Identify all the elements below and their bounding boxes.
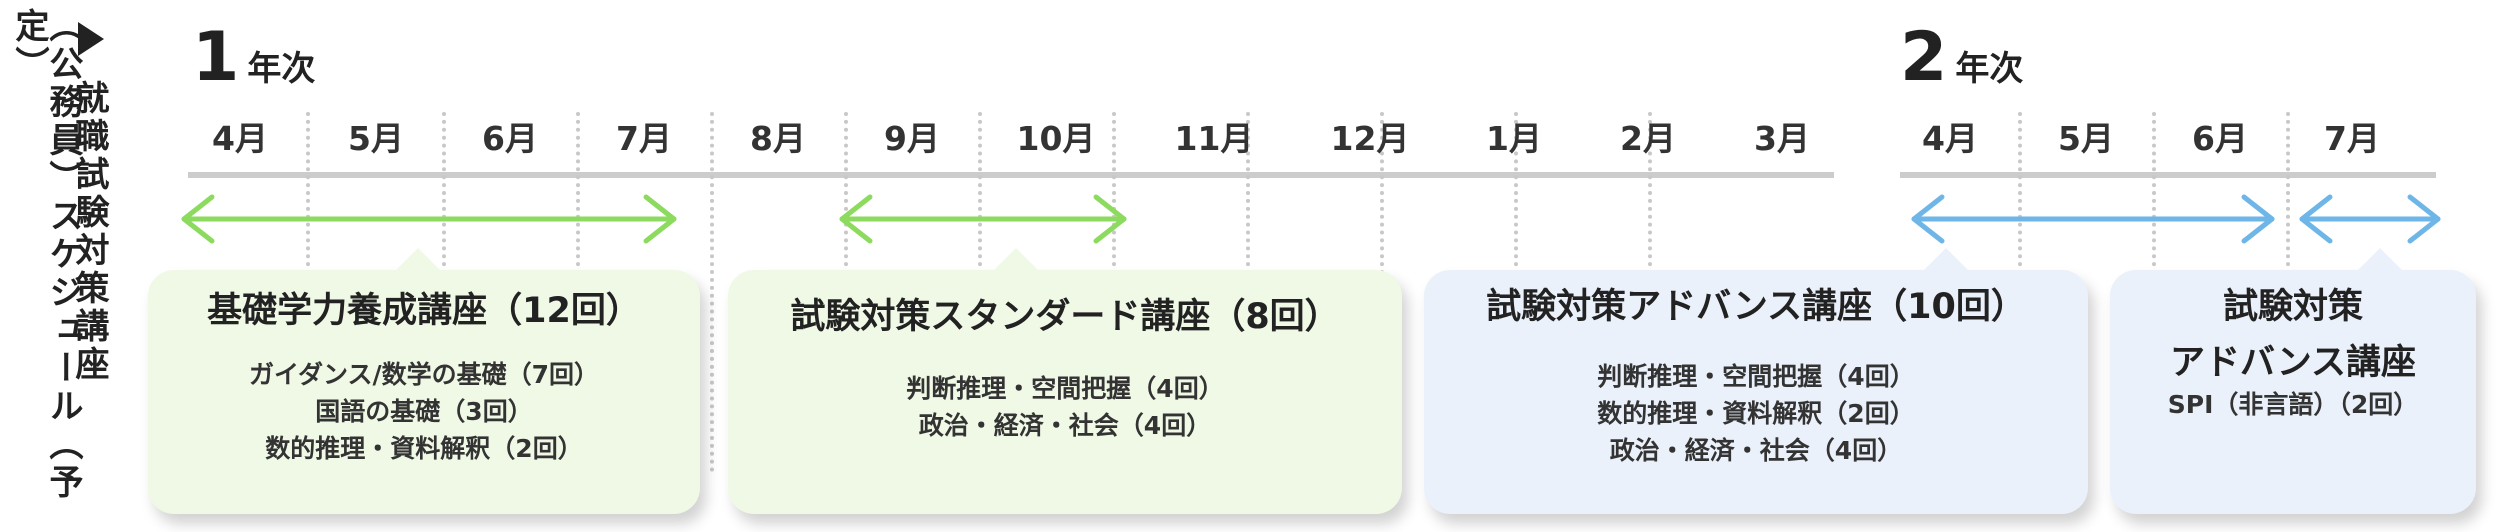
period-arrow-green xyxy=(839,194,1127,244)
course-detail: 政治・経済・社会（4回） xyxy=(1609,435,1903,465)
year2-label: 年次 xyxy=(1955,49,2024,89)
month-label: 5月 xyxy=(348,119,404,158)
month-label: 7月 xyxy=(616,119,672,158)
period-arrow-blue xyxy=(2299,194,2441,244)
card-pointer xyxy=(1924,248,1968,270)
course-title-line1: 試験対策 xyxy=(2222,287,2363,327)
course-title: 基礎学力養成講座（12回） xyxy=(207,291,641,331)
month-label: 9月 xyxy=(884,119,940,158)
timeline-axis-year2 xyxy=(1900,172,2436,178)
year2-number: 2 xyxy=(1900,18,1948,97)
month-label: 12月 xyxy=(1330,119,1410,158)
card-pointer xyxy=(2358,248,2402,270)
schedule-side-label: （公務員）スケジュール（予定） xyxy=(9,8,83,502)
month-label: 3月 xyxy=(1754,119,1810,158)
course-detail: 国語の基礎（3回） xyxy=(315,396,533,426)
month-label: 8月 xyxy=(750,119,806,158)
period-arrow-blue xyxy=(1911,194,2275,244)
course-detail: ガイダンス/数学の基礎（7回） xyxy=(248,359,600,389)
course-card-standard: 試験対策スタンダード講座（8回） 判断推理・空間把握（4回） 政治・経済・社会（… xyxy=(728,248,1402,514)
month-label: 1月 xyxy=(1486,119,1542,158)
course-detail: SPI（非言語）（2回） xyxy=(2167,389,2419,419)
year1-label: 年次 xyxy=(247,49,316,89)
month-label: 5月 xyxy=(2058,119,2114,158)
month-label: 6月 xyxy=(482,119,538,158)
month-label: 6月 xyxy=(2192,119,2248,158)
period-arrow-green xyxy=(181,194,677,244)
month-separator xyxy=(710,112,714,472)
course-card-advance-spi: 試験対策 アドバンス講座 SPI（非言語）（2回） xyxy=(2110,248,2476,514)
card-pointer xyxy=(994,248,1038,270)
course-detail: 数的推理・資料解釈（2回） xyxy=(265,433,583,463)
year1-number: 1 xyxy=(192,18,240,97)
triangle-marker-icon xyxy=(78,22,104,56)
card-pointer xyxy=(396,248,440,270)
month-label: 4月 xyxy=(1922,119,1978,158)
month-label: 10月 xyxy=(1016,119,1096,158)
course-detail: 判断推理・空間把握（4回） xyxy=(1597,361,1915,391)
month-label: 4月 xyxy=(212,119,268,158)
month-label: 7月 xyxy=(2324,119,2380,158)
course-detail: 数的推理・資料解釈（2回） xyxy=(1597,398,1915,428)
course-side-label: 就職試験対策講座 xyxy=(69,80,109,384)
course-title: 試験対策アドバンス講座（10回） xyxy=(1486,287,2026,327)
timeline-axis-year1 xyxy=(188,172,1834,178)
course-title: 試験対策スタンダード講座（8回） xyxy=(790,297,1340,337)
course-title-line2: アドバンス講座 xyxy=(2169,342,2417,383)
course-detail: 判断推理・空間把握（4回） xyxy=(906,373,1224,403)
month-label: 2月 xyxy=(1620,119,1676,158)
month-label: 11月 xyxy=(1174,119,1254,158)
course-detail: 政治・経済・社会（4回） xyxy=(918,410,1212,440)
course-card-advance: 試験対策アドバンス講座（10回） 判断推理・空間把握（4回） 数的推理・資料解釈… xyxy=(1424,248,2088,514)
course-card-basic: 基礎学力養成講座（12回） ガイダンス/数学の基礎（7回） 国語の基礎（3回） … xyxy=(148,248,700,514)
